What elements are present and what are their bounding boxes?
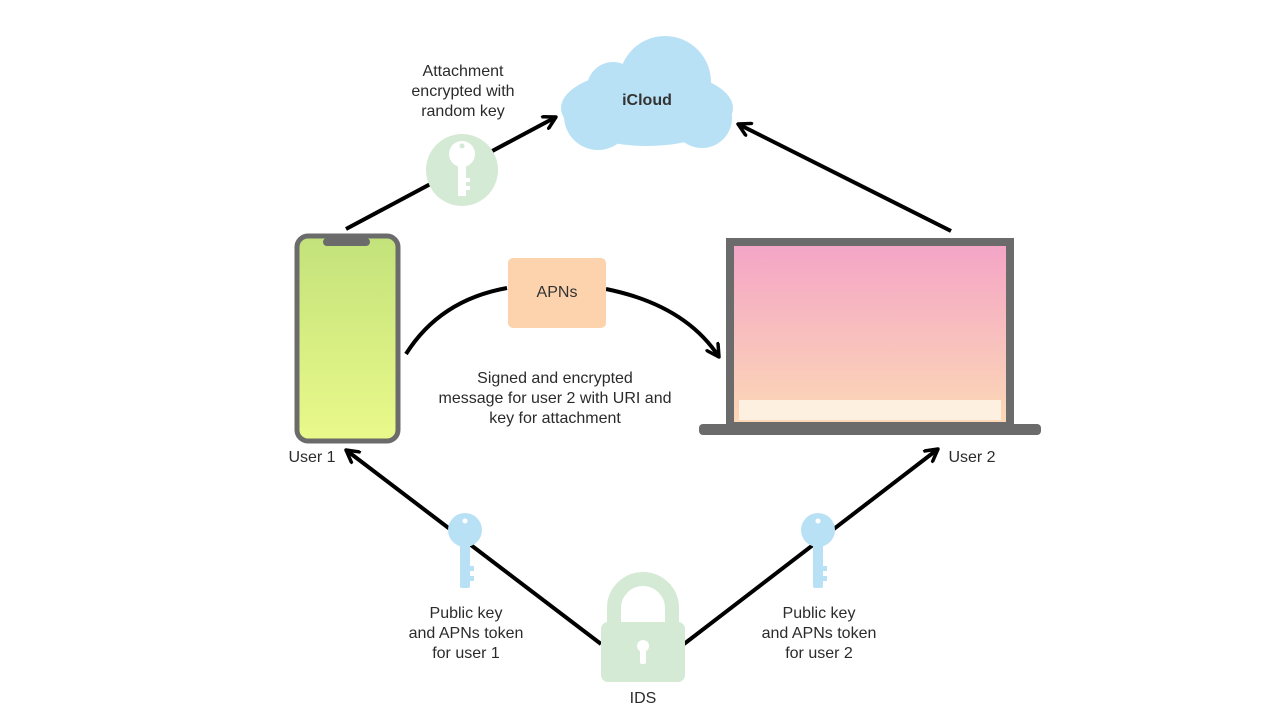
icloud-cloud-icon bbox=[561, 36, 733, 150]
message-annotation: Signed and encrypted message for user 2 … bbox=[438, 370, 672, 427]
attachment-annotation: Attachment encrypted with random key bbox=[411, 63, 515, 120]
arrow-ids-to-user2 bbox=[682, 449, 938, 646]
arrow-laptop-to-icloud bbox=[738, 124, 952, 233]
arrow-ids-to-user1 bbox=[346, 450, 603, 646]
blue-key-icon-user1 bbox=[448, 513, 482, 588]
lock-icon bbox=[601, 572, 685, 682]
icloud-label: iCloud bbox=[622, 92, 672, 109]
arrow-apns-to-laptop bbox=[605, 287, 719, 357]
user1-label: User 1 bbox=[288, 449, 336, 466]
apns-box: APNs bbox=[508, 258, 606, 328]
user2-key-annotation: Public key and APNs token for user 2 bbox=[761, 605, 877, 662]
green-key-icon bbox=[426, 134, 498, 206]
user2-label: User 2 bbox=[948, 449, 996, 466]
macbook-icon bbox=[699, 238, 1041, 435]
arrow-phone-to-apns bbox=[404, 286, 508, 356]
blue-key-icon-user2 bbox=[801, 513, 835, 588]
iphone-icon bbox=[294, 233, 401, 444]
ids-label: IDS bbox=[629, 690, 657, 707]
user1-key-annotation: Public key and APNs token for user 1 bbox=[408, 605, 524, 662]
apns-label: APNs bbox=[536, 284, 578, 301]
